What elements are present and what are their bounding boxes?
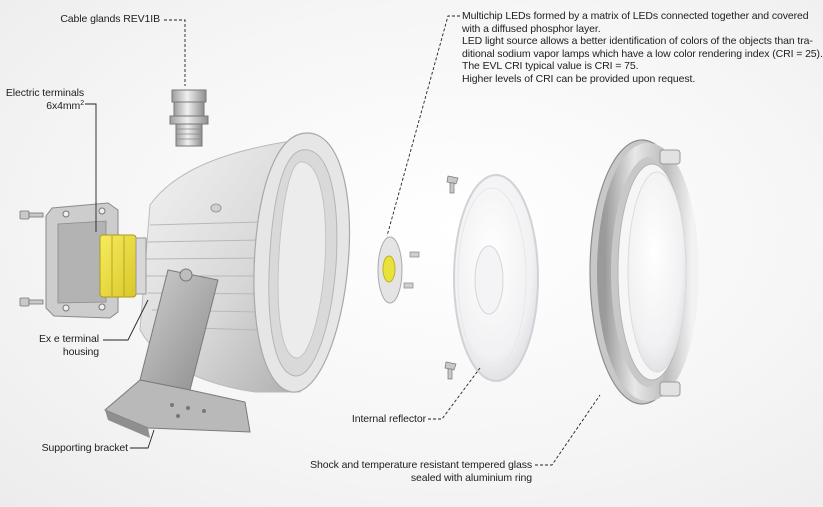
led-module [377,236,420,304]
led-description-line: Higher levels of CRI can be provided upo… [462,72,696,85]
leader-led-module [386,15,460,237]
led-description-line: Multichip LEDs formed by a matrix of LED… [462,10,809,22]
label-electric-terminals-line1: Electric terminals [5,87,84,99]
bracket-pivot-bolt [179,268,193,282]
leader-supporting-bracket [130,429,155,449]
label-glass-ring: Shock and temperature resistant tempered… [300,459,532,484]
label-ex-e-terminal-line2: housing [62,345,99,358]
leader-lines [85,15,601,466]
led-description-line: LED light source allows a better identif… [462,35,813,47]
leader-glass-ring [535,394,601,466]
exploded-diagram [19,15,699,466]
led-description-line: with a diffused phosphor layer. [462,22,601,35]
cable-gland [169,89,209,147]
label-glass-line1: Shock and temperature resistant tempered… [310,459,532,471]
leader-cable-glands [164,19,186,86]
led-chip [382,255,396,283]
label-cable-glands: Cable glands REV1IB [60,13,160,25]
internal-reflector [444,174,539,382]
electric-terminals [99,234,147,298]
led-description-line: The EVL CRI typical value is CRI = 75. [462,60,639,72]
label-ex-e-terminal-housing: Ex e terminal housing [10,333,99,358]
label-terminal-size: 6x4mm2 [46,99,84,112]
reflector-screws [444,175,459,380]
leader-internal-reflector [428,367,481,420]
label-electric-terminals: Electric terminals 6x4mm2 [0,87,84,112]
label-ex-e-terminal-line1: Ex e terminal [39,333,99,345]
mounting-screws [19,210,44,307]
label-supporting-bracket: Supporting bracket [41,442,128,454]
housing-screw [210,203,222,213]
tempered-glass-ring [589,139,699,405]
supporting-bracket [104,268,251,438]
led-description: Multichip LEDs formed by a matrix of LED… [462,10,823,85]
leader-ex-e-terminal [103,299,149,341]
label-internal-reflector: Internal reflector [351,413,426,425]
led-description-line: ditional sodium vapor lamps which have a… [462,47,823,60]
label-glass-line2: sealed with aluminium ring [410,471,532,484]
leader-electric-terminals [85,103,97,232]
